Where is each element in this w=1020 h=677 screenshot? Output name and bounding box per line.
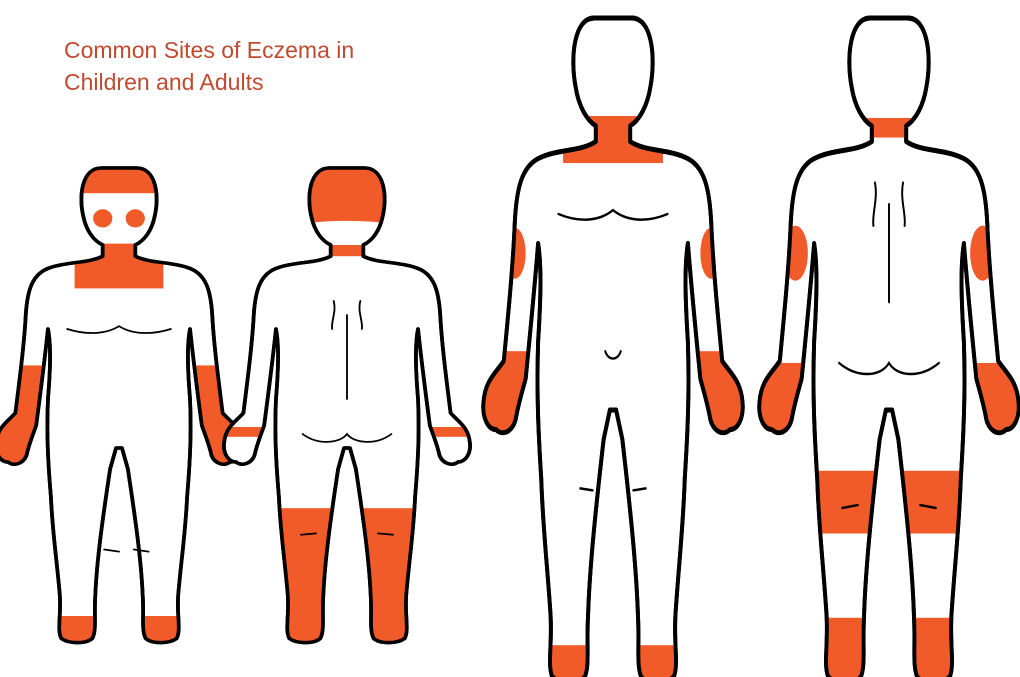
left-cheek-patch xyxy=(126,209,145,227)
child-back-outline xyxy=(224,168,470,643)
scalp-patch xyxy=(303,161,392,224)
lower-legs-patch xyxy=(258,508,436,662)
child-front-figure xyxy=(0,168,252,658)
neck-chest-patch xyxy=(563,116,663,163)
neck-chest-patch xyxy=(75,244,164,289)
right-cheek-patch xyxy=(93,209,112,227)
ankles-feet-patch xyxy=(795,618,982,677)
back-of-knees-patch xyxy=(795,471,982,534)
nape-patch xyxy=(317,245,376,256)
adult-back-outline xyxy=(759,18,1018,677)
feet-patch xyxy=(519,645,706,677)
adult-back-figure xyxy=(749,18,1020,677)
feet-patch xyxy=(30,616,208,658)
knee-lines xyxy=(104,550,148,552)
child-back-figure xyxy=(214,161,480,662)
adult-front-figure xyxy=(473,18,754,677)
